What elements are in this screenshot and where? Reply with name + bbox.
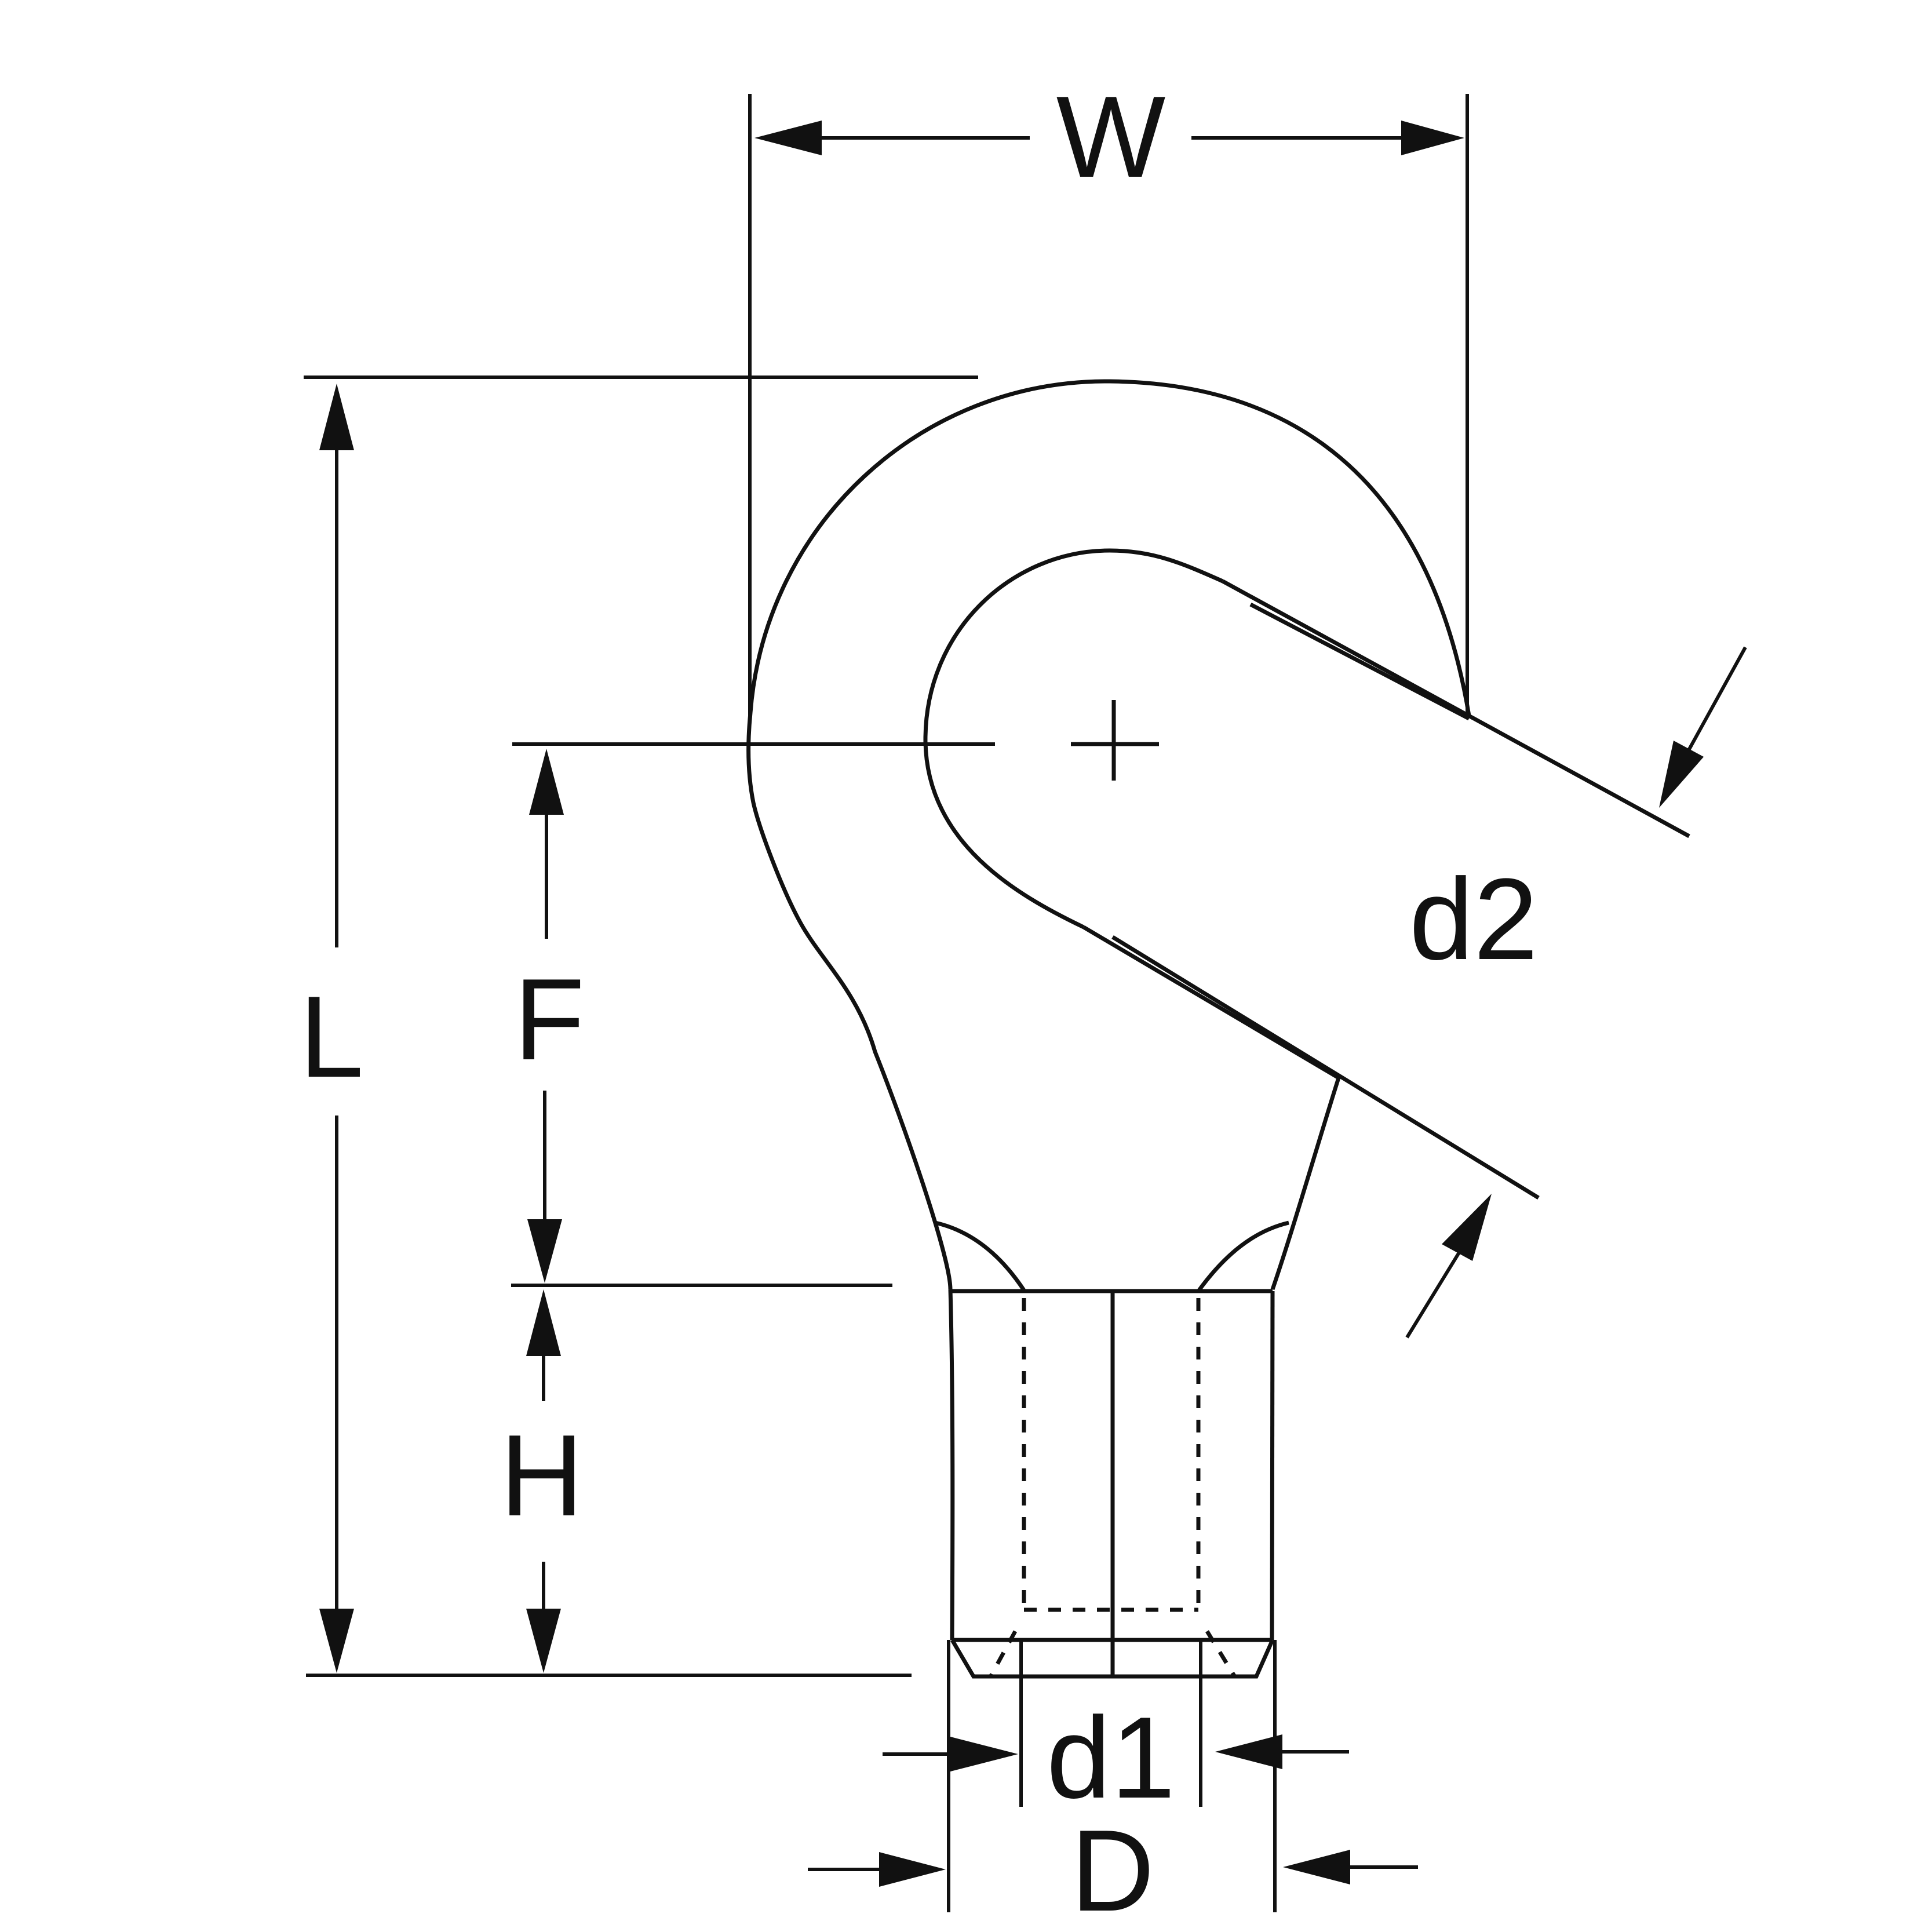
d2-arrow-lower [1442,1194,1492,1261]
d1-arrow-right [1215,1734,1282,1769]
slot-upper-edge-inner [1249,602,1470,721]
d-arrow-right [1283,1850,1350,1884]
l-arrow-top [319,384,354,450]
d-label: D [1071,1806,1154,1932]
f-arrow-top [529,749,564,815]
dimension-h: H [500,1289,584,1673]
w-arrow-right [1401,121,1464,155]
f-label: F [514,955,585,1084]
h-arrow-top [526,1289,561,1356]
l-arrow-bottom [319,1609,354,1673]
barrel-left-side [948,1289,955,1641]
d1-arrow-left [950,1737,1018,1771]
d2-leader-lower [1405,1245,1465,1339]
dimension-l: L [299,376,978,1677]
l-label: L [299,972,363,1102]
dimension-w: W [748,72,1469,719]
d2-arrow-upper [1659,741,1704,808]
terminal-body [746,379,1690,1679]
d-arrow-left [879,1852,946,1887]
h-label: H [500,1411,584,1540]
dimension-d: D [808,1640,1418,1932]
w-arrow-left [754,121,822,155]
d2-label: d2 [1409,855,1538,984]
slot-upper-edge [1222,579,1690,839]
tongue-right-edge [1270,1077,1341,1291]
slot-lower-edge [1082,925,1340,1080]
ring-inner-outline [923,548,1224,929]
d1-label: d1 [1047,1693,1175,1822]
barrel-flare-right [1197,1220,1289,1293]
w-label: W [1056,72,1166,202]
f-arrow-bottom [527,1219,562,1283]
dimension-d2: d2 [1405,646,1747,1339]
slot-lower-edge-outer [1111,935,1540,1200]
dimension-d1: d1 [883,1640,1349,1822]
barrel-end-funnel [950,1639,1275,1679]
d2-leader-upper [1685,646,1747,756]
dimension-f: F [511,742,995,1287]
barrel-flare-left [935,1220,1026,1292]
ring-outer-outline [746,379,1471,1290]
barrel-right-side [1270,1291,1275,1641]
h-arrow-bottom [526,1609,561,1673]
